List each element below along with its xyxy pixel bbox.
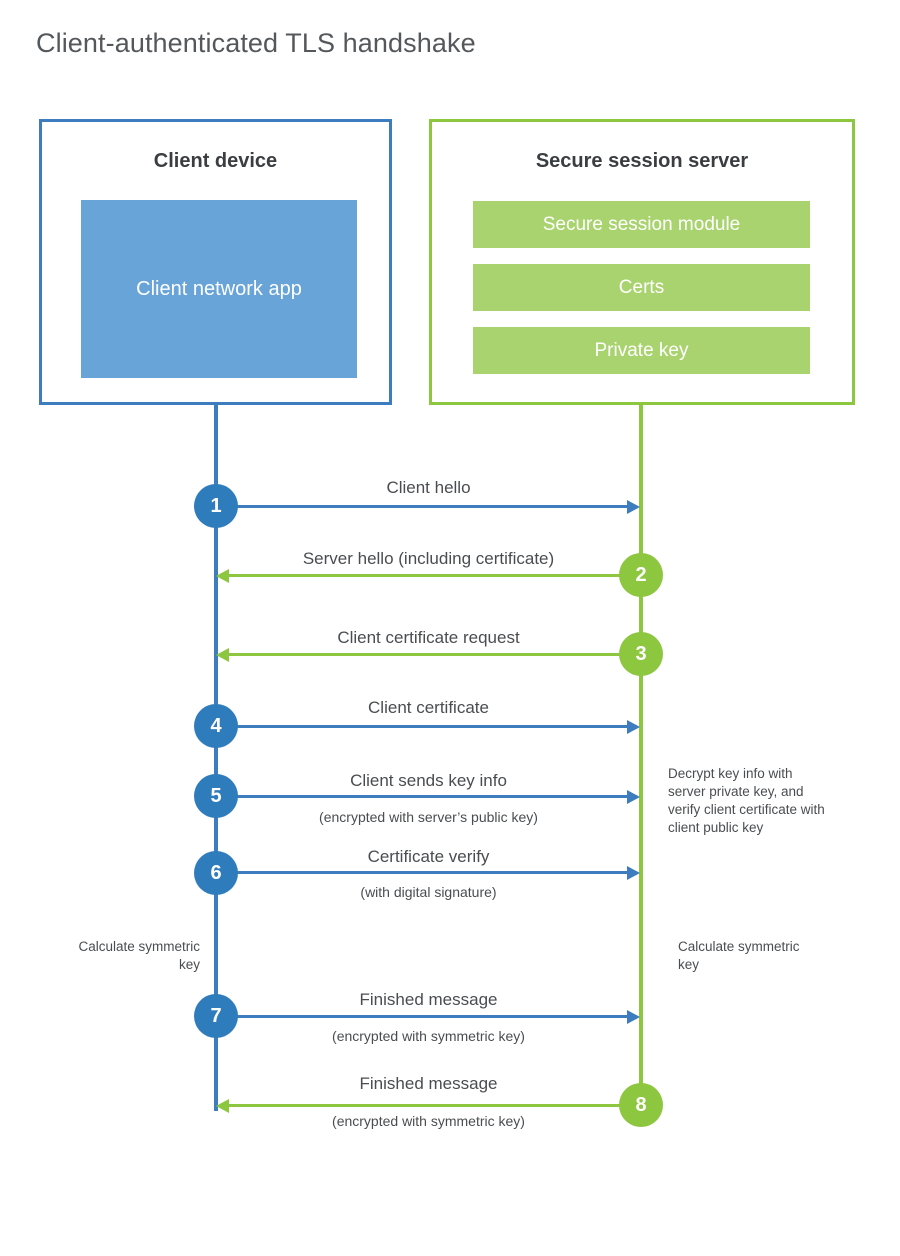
step-5-badge: 5 — [194, 774, 238, 818]
step-1-badge: 1 — [194, 484, 238, 528]
server-block-certs: Certs — [473, 264, 810, 311]
step-6-arrowhead-icon — [627, 866, 640, 880]
step-7-label: Finished message — [359, 990, 498, 1009]
step-7-badge: 7 — [194, 994, 238, 1038]
step-5-arrowhead-icon — [627, 790, 640, 804]
secure-session-server-box: Secure session server Secure session mod… — [429, 119, 855, 405]
step-6-line — [216, 871, 628, 874]
step-5-sublabel: (encrypted with server’s public key) — [319, 809, 538, 825]
step-8-label: Finished message — [359, 1074, 498, 1093]
step-6-badge: 6 — [194, 851, 238, 895]
step-2-arrowhead-icon — [216, 569, 229, 583]
step-6-sublabel: (with digital signature) — [360, 884, 497, 900]
client-lifeline — [214, 405, 218, 1111]
page-title: Client-authenticated TLS handshake — [36, 28, 476, 58]
step-4-badge: 4 — [194, 704, 238, 748]
server-block-secure-session-module: Secure session module — [473, 201, 810, 248]
client-network-app-block: Client network app — [81, 200, 357, 378]
step-1-line — [216, 505, 628, 508]
step-8-sublabel: (encrypted with symmetric key) — [332, 1113, 525, 1129]
client-calculate-symmetric-key-note: Calculate symmetric key — [78, 939, 200, 972]
step-3-label: Client certificate request — [337, 628, 520, 647]
server-calculate-symmetric-key-note: Calculate symmetric key — [678, 939, 800, 972]
step-7-arrowhead-icon — [627, 1010, 640, 1024]
step-2-badge: 2 — [619, 553, 663, 597]
step-3-line — [228, 653, 641, 656]
client-device-title: Client device — [153, 150, 278, 172]
step-2-label: Server hello (including certificate) — [302, 549, 555, 568]
step-4-label: Client certificate — [368, 698, 489, 717]
step-6-label: Certificate verify — [367, 847, 490, 866]
step-4-arrowhead-icon — [627, 720, 640, 734]
step-7-line — [216, 1015, 628, 1018]
step-2-line — [228, 574, 641, 577]
server-decrypt-note: Decrypt key info with server private key… — [668, 766, 825, 835]
server-lifeline — [639, 405, 643, 1106]
step-1-arrowhead-icon — [627, 500, 640, 514]
step-3-arrowhead-icon — [216, 648, 229, 662]
step-5-label: Client sends key info — [350, 771, 507, 790]
step-3-badge: 3 — [619, 632, 663, 676]
client-device-box: Client device Client network app — [39, 119, 392, 405]
step-4-line — [216, 725, 628, 728]
step-8-line — [228, 1104, 641, 1107]
step-1-label: Client hello — [386, 478, 471, 497]
step-8-arrowhead-icon — [216, 1099, 229, 1113]
step-8-badge: 8 — [619, 1083, 663, 1127]
server-block-private-key: Private key — [473, 327, 810, 374]
step-7-sublabel: (encrypted with symmetric key) — [332, 1028, 525, 1044]
secure-session-server-title: Secure session server — [535, 150, 749, 172]
step-5-line — [216, 795, 628, 798]
